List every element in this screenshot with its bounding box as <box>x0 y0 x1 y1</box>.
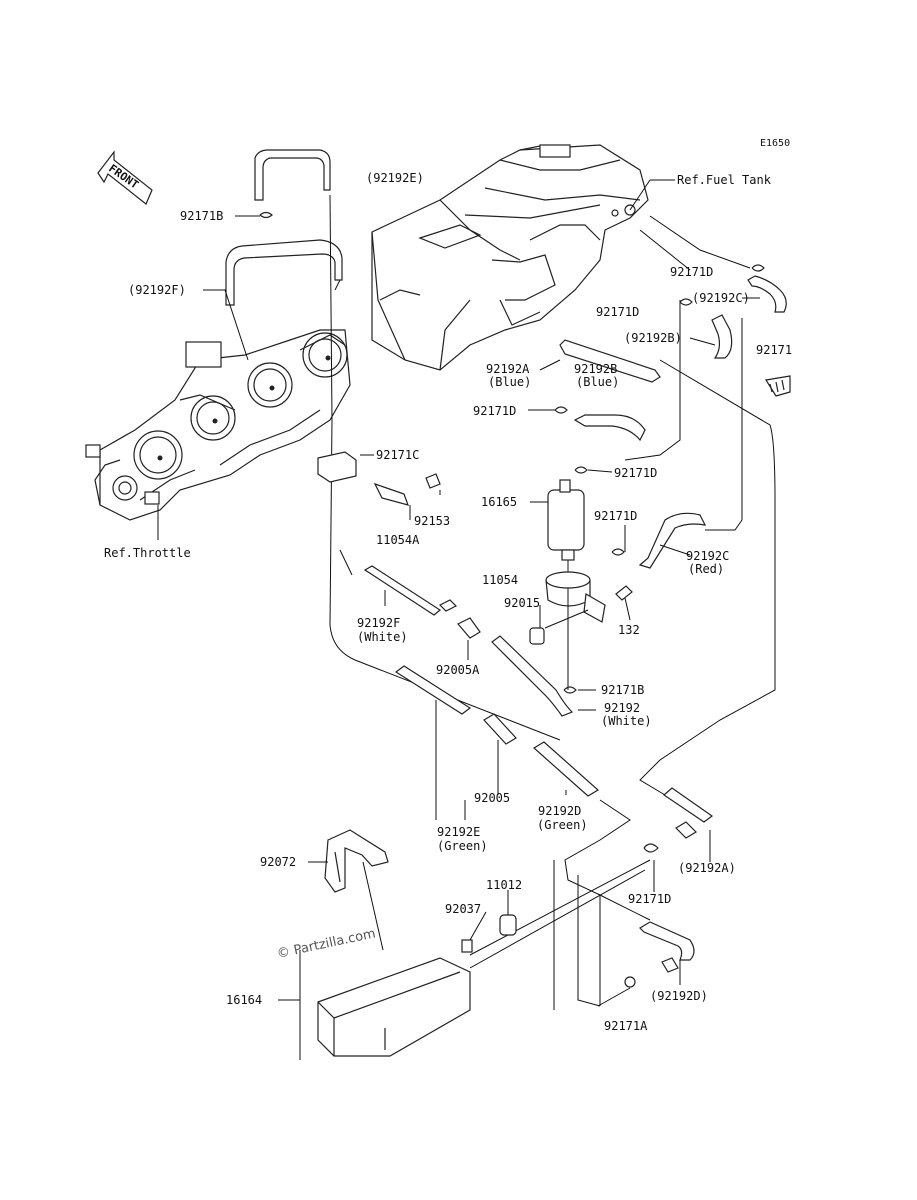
label-92192F: 92192F <box>357 616 400 630</box>
label-ref-throttle: Ref.Throttle <box>104 546 191 560</box>
label-92171: 92171 <box>756 343 792 357</box>
label-92037: 92037 <box>445 902 481 916</box>
label-11054A: 11054A <box>376 533 420 547</box>
label-92192B-color: (Blue) <box>576 375 619 389</box>
bracket-92072 <box>324 829 389 893</box>
front-arrow: FRONT <box>97 150 153 205</box>
leader-lines <box>157 179 760 1060</box>
label-92005: 92005 <box>474 791 510 805</box>
label-92171D-a: 92171D <box>670 265 713 279</box>
label-92171B-top: 92171B <box>180 209 223 223</box>
diagram-code: E1650 <box>760 138 790 149</box>
label-92171D-d: 92171D <box>614 466 657 480</box>
label-16164: 16164 <box>226 993 262 1007</box>
label-92171D-e: 92171D <box>594 509 637 523</box>
label-92192E-top: (92192E) <box>366 171 424 185</box>
label-92015: 92015 <box>504 596 540 610</box>
comb-bracket-92171 <box>765 375 791 397</box>
label-92192C-color: (Red) <box>688 562 724 576</box>
part-labels: Ref.Fuel Tank Ref.Throttle (92192E) 9217… <box>104 171 792 1033</box>
watermark: © Partzilla.com <box>276 926 377 962</box>
hose-network <box>225 149 787 1010</box>
label-11054: 11054 <box>482 573 518 587</box>
label-92192B-top: (92192B) <box>624 331 682 345</box>
label-92192C: 92192C <box>686 549 729 563</box>
label-92171A: 92171A <box>604 1019 648 1033</box>
label-11012: 11012 <box>486 878 522 892</box>
label-92171C: 92171C <box>376 448 419 462</box>
label-92005A: 92005A <box>436 663 480 677</box>
label-92192D-paren: (92192D) <box>650 989 708 1003</box>
label-92192B: 92192B <box>574 362 617 376</box>
label-92192A: 92192A <box>486 362 530 376</box>
label-92192F-color: (White) <box>357 630 408 644</box>
throttle-body-drawing <box>85 329 351 521</box>
fuel-tank-drawing <box>371 144 649 371</box>
label-92192F-top: (92192F) <box>128 283 186 297</box>
label-92192-color: (White) <box>601 714 652 728</box>
label-92192E: 92192E <box>437 825 480 839</box>
label-92192D: 92192D <box>538 804 581 818</box>
label-16165: 16165 <box>481 495 517 509</box>
clamps <box>259 211 765 694</box>
label-92153: 92153 <box>414 514 450 528</box>
label-92192D-color: (Green) <box>537 818 588 832</box>
label-92171D-f: 92171D <box>628 892 671 906</box>
label-92171D-b: 92171D <box>596 305 639 319</box>
label-ref-fuel-tank: Ref.Fuel Tank <box>677 173 772 187</box>
label-92192: 92192 <box>604 701 640 715</box>
canister-16164 <box>317 914 517 1057</box>
label-92192A-paren: (92192A) <box>678 861 736 875</box>
label-92192A-color: (Blue) <box>488 375 531 389</box>
fuel-filter-16165 <box>547 479 585 561</box>
label-92192C-top: (92192C) <box>692 291 750 305</box>
label-92192E-color: (Green) <box>437 839 488 853</box>
label-92072: 92072 <box>260 855 296 869</box>
label-92171B: 92171B <box>601 683 644 697</box>
label-132: 132 <box>618 623 640 637</box>
block-92171C <box>317 451 441 506</box>
bracket-11054 <box>529 571 633 645</box>
label-92171D-c: 92171D <box>473 404 516 418</box>
